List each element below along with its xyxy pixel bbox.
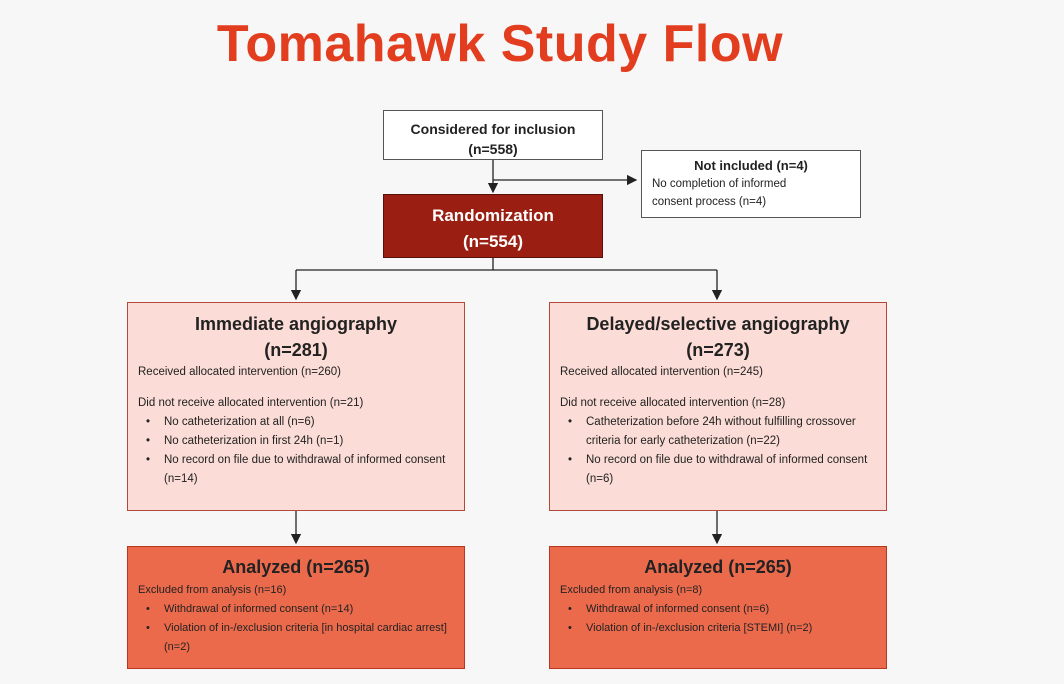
considered-label: Considered for inclusion — [410, 121, 576, 137]
list-item: No record on file due to withdrawal of i… — [568, 451, 876, 489]
delayed-angiography-box: Delayed/selective angiography (n=273) Re… — [549, 302, 887, 511]
analyzed-delayed-reasons: Withdrawal of informed consent (n=6) Vio… — [560, 600, 876, 638]
analyzed-immediate-excluded: Excluded from analysis (n=16) — [138, 584, 287, 596]
list-item: Withdrawal of informed consent (n=14) — [146, 600, 454, 619]
list-item: Withdrawal of informed consent (n=6) — [568, 600, 876, 619]
randomization-box: Randomization (n=554) — [383, 194, 603, 258]
delayed-count: (n=273) — [686, 340, 750, 360]
list-item: Violation of in-/exclusion criteria [STE… — [568, 619, 876, 638]
immediate-angiography-box: Immediate angiography (n=281) Received a… — [127, 302, 465, 511]
analyzed-immediate-reasons: Withdrawal of informed consent (n=14) Vi… — [138, 600, 454, 657]
immediate-not-received: Did not receive allocated intervention (… — [138, 397, 364, 409]
list-item: Violation of in-/exclusion criteria [in … — [146, 619, 454, 657]
list-item: No catheterization at all (n=6) — [146, 413, 454, 432]
immediate-count: (n=281) — [264, 340, 328, 360]
analyzed-delayed-excluded: Excluded from analysis (n=8) — [560, 584, 703, 596]
delayed-not-received: Did not receive allocated intervention (… — [560, 397, 786, 409]
analyzed-immediate-box: Analyzed (n=265) Excluded from analysis … — [127, 546, 465, 669]
not-included-reason-line2: consent process (n=4) — [652, 196, 767, 208]
randomization-count: (n=554) — [463, 232, 523, 251]
immediate-reasons-list: No catheterization at all (n=6) No cathe… — [138, 413, 454, 489]
delayed-received: Received allocated intervention (n=245) — [560, 366, 763, 378]
immediate-label: Immediate angiography — [194, 314, 398, 334]
not-included-box: Not included (n=4) No completion of info… — [641, 150, 861, 218]
immediate-received: Received allocated intervention (n=260) — [138, 366, 341, 378]
not-included-label: Not included (n=4) — [694, 158, 808, 173]
page-title: Tomahawk Study Flow — [216, 15, 784, 73]
list-item: No catheterization in first 24h (n=1) — [146, 432, 454, 451]
delayed-label: Delayed/selective angiography — [586, 314, 850, 334]
analyzed-immediate-label: Analyzed (n=265) — [222, 557, 370, 577]
analyzed-delayed-box: Analyzed (n=265) Excluded from analysis … — [549, 546, 887, 669]
considered-box: Considered for inclusion (n=558) — [383, 110, 603, 160]
analyzed-delayed-label: Analyzed (n=265) — [644, 557, 792, 577]
considered-count: (n=558) — [468, 141, 518, 157]
list-item: No record on file due to withdrawal of i… — [146, 451, 454, 489]
list-item: Catheterization before 24h without fulfi… — [568, 413, 876, 451]
delayed-reasons-list: Catheterization before 24h without fulfi… — [560, 413, 876, 489]
not-included-reason-line1: No completion of informed — [652, 178, 787, 190]
randomization-label: Randomization — [432, 206, 554, 225]
